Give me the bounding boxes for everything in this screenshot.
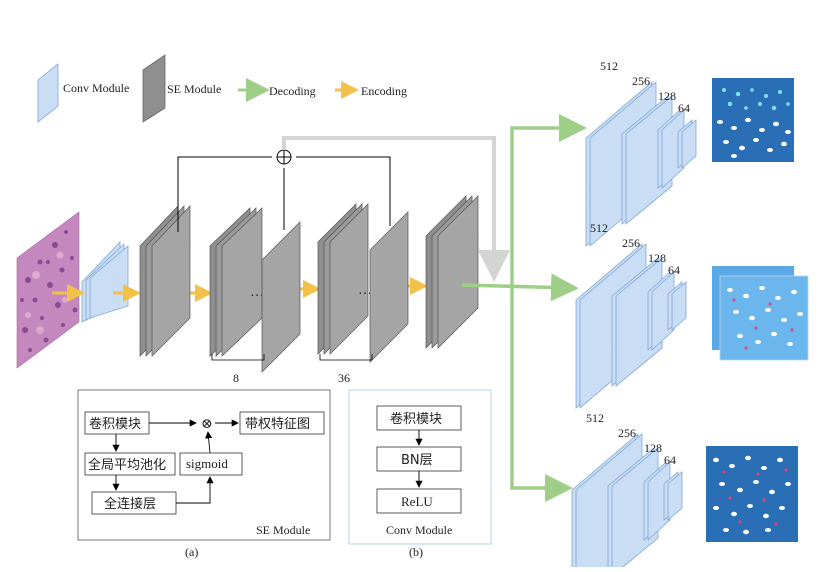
decoder-1-size-label-2: 256 — [632, 74, 650, 88]
decoder-2-size-label-3: 128 — [648, 251, 666, 265]
panel-b-caption: (b) — [409, 545, 423, 559]
legend-conv-swatch — [37, 63, 59, 123]
decoder-3-layer-4 — [667, 471, 683, 521]
panel-a-se-module: 卷积模块 全局平均池化 全连接层 sigmoid 带权特征图 ⊗ SE Modu… — [77, 389, 331, 541]
legend-se-swatch — [142, 54, 166, 123]
decoder-3-layer-3 — [647, 461, 671, 541]
legend-se-label: SE Module — [167, 82, 221, 96]
se-sigmoid-box — [179, 452, 243, 476]
legend-encoding-label: Encoding — [361, 84, 407, 98]
bn-box — [376, 446, 462, 472]
se-multiply-symbol: ⊗ — [201, 417, 213, 432]
se-gap-box — [84, 452, 176, 476]
decoder-3-size-label-3: 128 — [644, 441, 662, 455]
se-gap-label: 全局平均池化 — [88, 457, 166, 473]
legend: Conv Module SE Module Decoding Encoding — [37, 54, 407, 123]
se-weighted-label: 带权特征图 — [245, 416, 310, 432]
decoder-1-layer-3 — [661, 109, 685, 189]
relu-box — [376, 488, 462, 514]
se-sigmoid-label: sigmoid — [186, 456, 228, 471]
output-mask-2 — [712, 266, 809, 361]
skip-arrow — [282, 136, 510, 282]
se-module-stack-6 — [425, 195, 479, 349]
legend-conv-label: Conv Module — [63, 81, 129, 95]
decoder-3-size-label-4: 64 — [664, 453, 676, 467]
bn-label: BN层 — [401, 453, 433, 468]
decoder-2-size-label-4: 64 — [668, 263, 680, 277]
se-weighted-box — [239, 411, 325, 435]
panel-a-caption: (a) — [185, 545, 198, 559]
se-panel-title: SE Module — [256, 523, 310, 537]
repeat-bracket-a — [211, 354, 265, 361]
decoder-1-size-label-4: 64 — [678, 101, 690, 115]
add-node — [276, 149, 292, 165]
decoder-2-size-label-2: 256 — [622, 236, 640, 250]
se-module-stack-3 — [261, 221, 301, 373]
decoder-1-size-label-1: 512 — [600, 59, 618, 73]
input-histology-image — [16, 211, 80, 369]
decoder-2-layer-3 — [651, 271, 675, 351]
repeat-bracket-b — [319, 354, 373, 361]
legend-decoding-label: Decoding — [269, 84, 316, 98]
decoder-2-size-label-1: 512 — [590, 221, 608, 235]
decoder-1-layer-4 — [681, 119, 697, 169]
relu-label: ReLU — [401, 494, 433, 509]
se-fc-label: 全连接层 — [104, 496, 156, 512]
decoding-arrows — [461, 114, 587, 502]
conv-panel-title: Conv Module — [386, 523, 452, 537]
se-conv-block-label: 卷积模块 — [89, 416, 141, 432]
repeat-count-a: 8 — [233, 371, 239, 385]
se-module-stack-4 — [317, 203, 369, 355]
decoder-2-layer-4 — [671, 281, 687, 331]
se-module-stack-5 — [369, 211, 409, 363]
output-mask-1 — [712, 78, 794, 162]
conv-block-label: 卷积模块 — [390, 411, 442, 427]
decoder-3-layer-2 — [611, 447, 659, 572]
se-module-stack-1 — [139, 205, 191, 357]
fusion-lines — [177, 156, 391, 232]
decoder-1-size-label-3: 128 — [658, 89, 676, 103]
decoder-3-size-label-1: 512 — [586, 411, 604, 425]
conv-block-box — [376, 405, 462, 431]
ellipsis-2: … — [358, 283, 372, 298]
ellipsis-1: … — [250, 285, 264, 300]
output-mask-3 — [706, 446, 798, 542]
se-module-stack-2 — [209, 207, 263, 357]
repeat-count-b: 36 — [338, 371, 350, 385]
panel-b-conv-module: 卷积模块 BN层 ReLU Conv Module — [348, 389, 492, 545]
stem-conv-module — [81, 240, 129, 323]
decoder-3-size-label-2: 256 — [618, 426, 636, 440]
